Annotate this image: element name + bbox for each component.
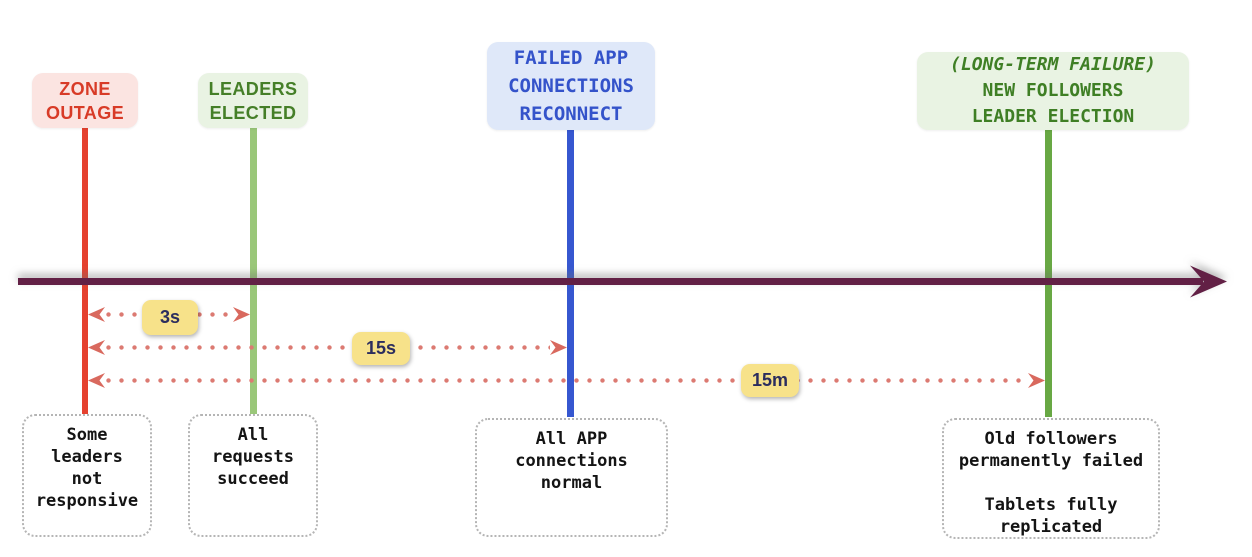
- duration-badge-15m: 15m: [741, 364, 799, 397]
- interval-dotted-line-15m: [106, 378, 1028, 383]
- arrowhead-left-icon: [88, 373, 105, 388]
- event-stem-zone-outage: [82, 128, 88, 417]
- event-stem-leaders-elected: [250, 128, 257, 417]
- timeline-arrow: [18, 265, 1227, 298]
- arrowhead-right-icon: [550, 340, 567, 355]
- event-label-long-term-main: NEW FOLLOWERS LEADER ELECTION: [971, 80, 1135, 127]
- note-box-failed-app-reconnect: All APP connections normal: [475, 418, 668, 537]
- arrowhead-left-icon: [88, 307, 105, 322]
- event-label-failed-app-reconnect: FAILED APP CONNECTIONS RECONNECT: [487, 42, 655, 130]
- event-stem-failed-app-reconnect: [567, 130, 574, 417]
- timeline-axis-line: [18, 278, 1203, 285]
- note-box-long-term-failure: Old followers permanently failed Tablets…: [942, 418, 1160, 539]
- duration-badge-3s: 3s: [142, 300, 198, 335]
- note-box-zone-outage: Some leaders not responsive: [22, 414, 152, 537]
- interval-dotted-line-15s: [106, 345, 550, 350]
- arrowhead-right-icon: [233, 307, 250, 322]
- event-label-long-term-prefix: (LONG-TERM FAILURE): [950, 54, 1156, 75]
- event-label-zone-outage: ZONE OUTAGE: [32, 73, 138, 128]
- arrowhead-left-icon: [88, 340, 105, 355]
- duration-badge-15s: 15s: [352, 332, 410, 365]
- event-label-long-term-failure: (LONG-TERM FAILURE) NEW FOLLOWERS LEADER …: [917, 52, 1189, 130]
- note-box-leaders-elected: All requests succeed: [188, 414, 318, 537]
- arrowhead-right-icon: [1028, 373, 1045, 388]
- timeline-arrowhead-icon: [1190, 265, 1227, 298]
- event-stem-long-term-failure: [1045, 130, 1052, 417]
- event-label-leaders-elected: LEADERS ELECTED: [198, 73, 308, 128]
